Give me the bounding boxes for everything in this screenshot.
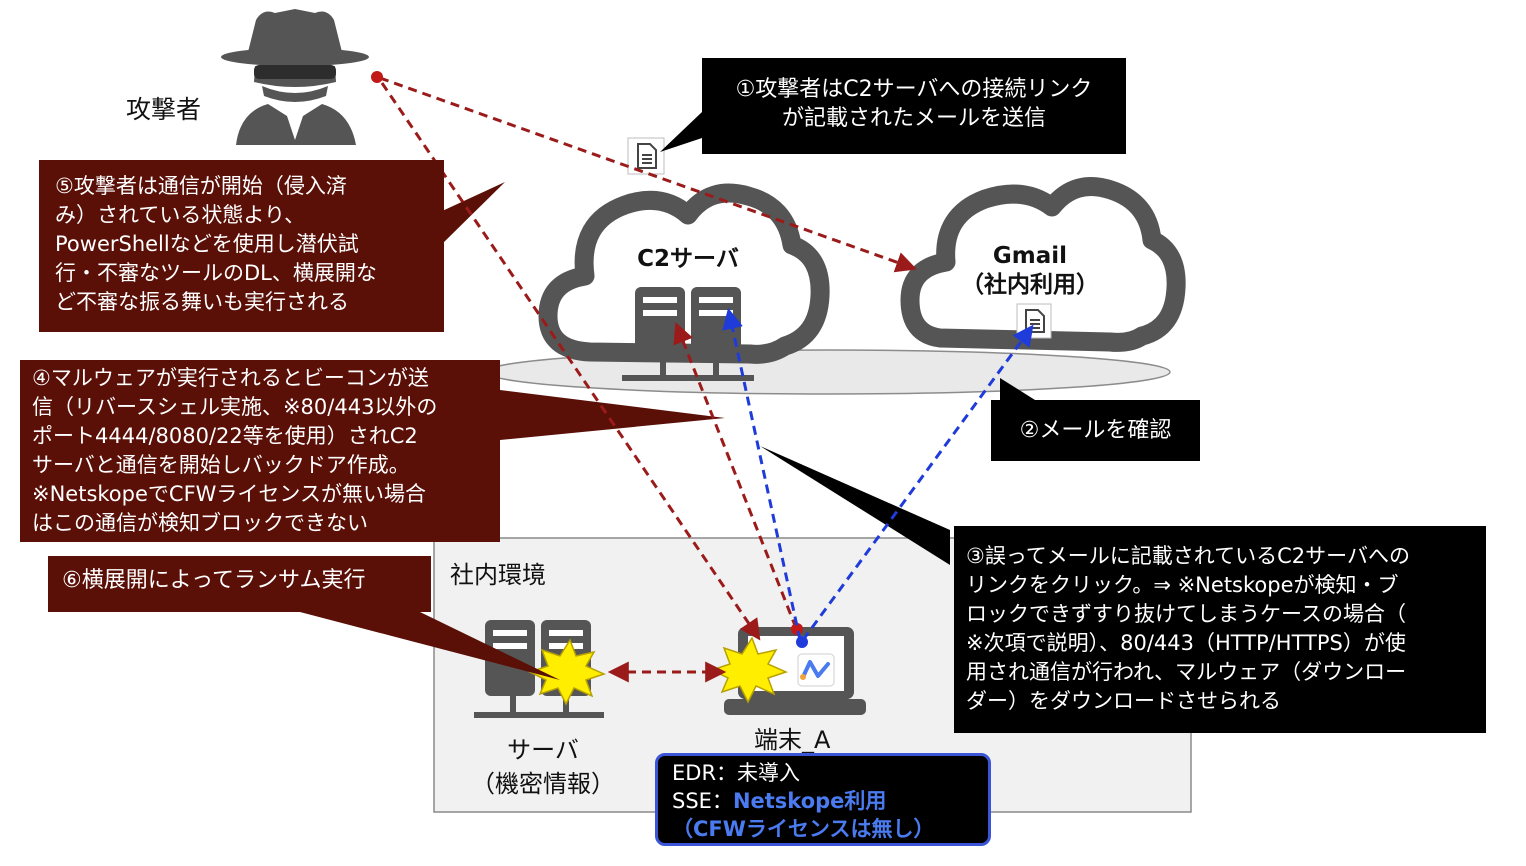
server-label: サーバ （機密情報）: [468, 733, 618, 801]
callout-step1: ①攻撃者はC2サーバへの接続リンク が記載されたメールを送信: [702, 58, 1126, 154]
callout-step1-line: が記載されたメールを送信: [781, 106, 1046, 131]
callout-step4-line: ※NetskopeでCFWライセンスが無い場合: [32, 482, 426, 506]
document-icon: [627, 137, 665, 175]
callout-step5-line: PowerShellなどを使用し潜伏試: [55, 232, 359, 256]
callout-step2: ②メールを確認: [991, 400, 1200, 461]
edr-status: EDR：未導入: [672, 761, 801, 785]
callout-tail-step3: [760, 446, 950, 565]
arrow-terminal-to-c2: [673, 322, 798, 629]
callout-step4-line: ④マルウェアが実行されるとビーコンが送: [32, 366, 429, 390]
callout-step3-line: ロックできずすり抜けてしまうケースの場合（: [966, 602, 1406, 626]
callout-step2-line: ②メールを確認: [1019, 418, 1172, 443]
callout-tail-step4: [500, 390, 725, 440]
callout-tail-step6: [300, 612, 560, 680]
click-origin-dot: [796, 636, 808, 648]
arrow-attacker-to-gmail: [379, 76, 917, 273]
callout-step1-line: ①攻撃者はC2サーバへの接続リンク: [735, 77, 1093, 102]
server-name: サーバ: [507, 736, 579, 764]
callout-step4-line: 信（リバースシェル実施、※80/443以外の: [32, 395, 438, 419]
attacker-label: 攻撃者: [126, 95, 202, 124]
sse-prefix: SSE：: [672, 789, 733, 813]
callout-step6-line: ⑥横展開によってランサム実行: [62, 568, 366, 593]
callout-step5-line: ⑤攻撃者は通信が開始（侵入済: [55, 174, 347, 198]
callout-step3-line: ※次項で説明）、80/443（HTTP/HTTPS）が使: [966, 631, 1406, 655]
gmail-title: Gmail: [992, 243, 1068, 269]
callout-step3-line: ダー）をダウンロードさせられる: [966, 689, 1281, 713]
callout-step3-line: 用され通信が行われ、マルウェア（ダウンロー: [966, 660, 1407, 684]
sse-value: Netskope利用: [732, 789, 887, 813]
callout-step4: ④マルウェアが実行されるとビーコンが送 信（リバースシェル実施、※80/443以…: [20, 360, 500, 542]
callout-step5-line: 行・不審なツールのDL、横展開な: [55, 261, 377, 285]
callout-step4-line: ポート4444/8080/22等を使用）されC2: [32, 424, 418, 448]
callout-step5-line: み）されている状態より、: [55, 203, 306, 227]
callout-step3: ③誤ってメールに記載されているC2サーバへの リンクをクリック。⇒ ※Netsk…: [954, 526, 1486, 733]
arrow-terminal-to-c2-link: [722, 307, 802, 641]
callout-step3-line: ③誤ってメールに記載されているC2サーバへの: [966, 544, 1410, 568]
callout-tail-step5: [440, 182, 505, 246]
terminal-label: 端末_A: [754, 726, 831, 754]
callout-step3-line: リンクをクリック。⇒ ※Netskopeが検知・ブ: [966, 573, 1399, 597]
gmail-cloud-icon: [900, 177, 1186, 352]
beacon-origin-dot: [791, 623, 803, 635]
sse-status: SSE：Netskope利用: [672, 787, 974, 815]
internal-env-label: 社内環境: [450, 561, 546, 589]
sse-note: （CFWライセンスは無し）: [672, 817, 935, 841]
callout-tail-step1: [660, 112, 702, 152]
explosion-icon: [710, 636, 789, 704]
document-icon: [1016, 303, 1052, 339]
netskope-icon: [797, 653, 835, 687]
server-note: （機密情報）: [471, 770, 615, 798]
c2-cloud-label: C2サーバ: [637, 246, 739, 272]
callout-step6: ⑥横展開によってランサム実行: [48, 556, 431, 612]
arrow-terminal-to-gmail: [801, 324, 1034, 641]
terminal-info-box: EDR：未導入 SSE：Netskope利用 （CFWライセンスは無し）: [655, 753, 991, 846]
arrow-attacker-to-terminal: [380, 82, 761, 641]
callout-step4-line: はこの通信が検知ブロックできない: [32, 511, 368, 535]
callout-step4-line: サーバと通信を開始しバックドア作成。: [32, 453, 410, 477]
spy-icon: [221, 9, 369, 145]
attack-origin-dot: [371, 71, 383, 83]
callout-step5-line: ど不審な振る舞いも実行される: [55, 290, 349, 314]
gmail-cloud-label: Gmail （社内利用）: [950, 242, 1110, 300]
c2-server-icon: [622, 287, 754, 381]
explosion-icon: [528, 638, 607, 706]
callout-step5: ⑤攻撃者は通信が開始（侵入済 み）されている状態より、 PowerShellなど…: [39, 160, 444, 332]
gmail-subtitle: （社内利用）: [961, 272, 1099, 298]
